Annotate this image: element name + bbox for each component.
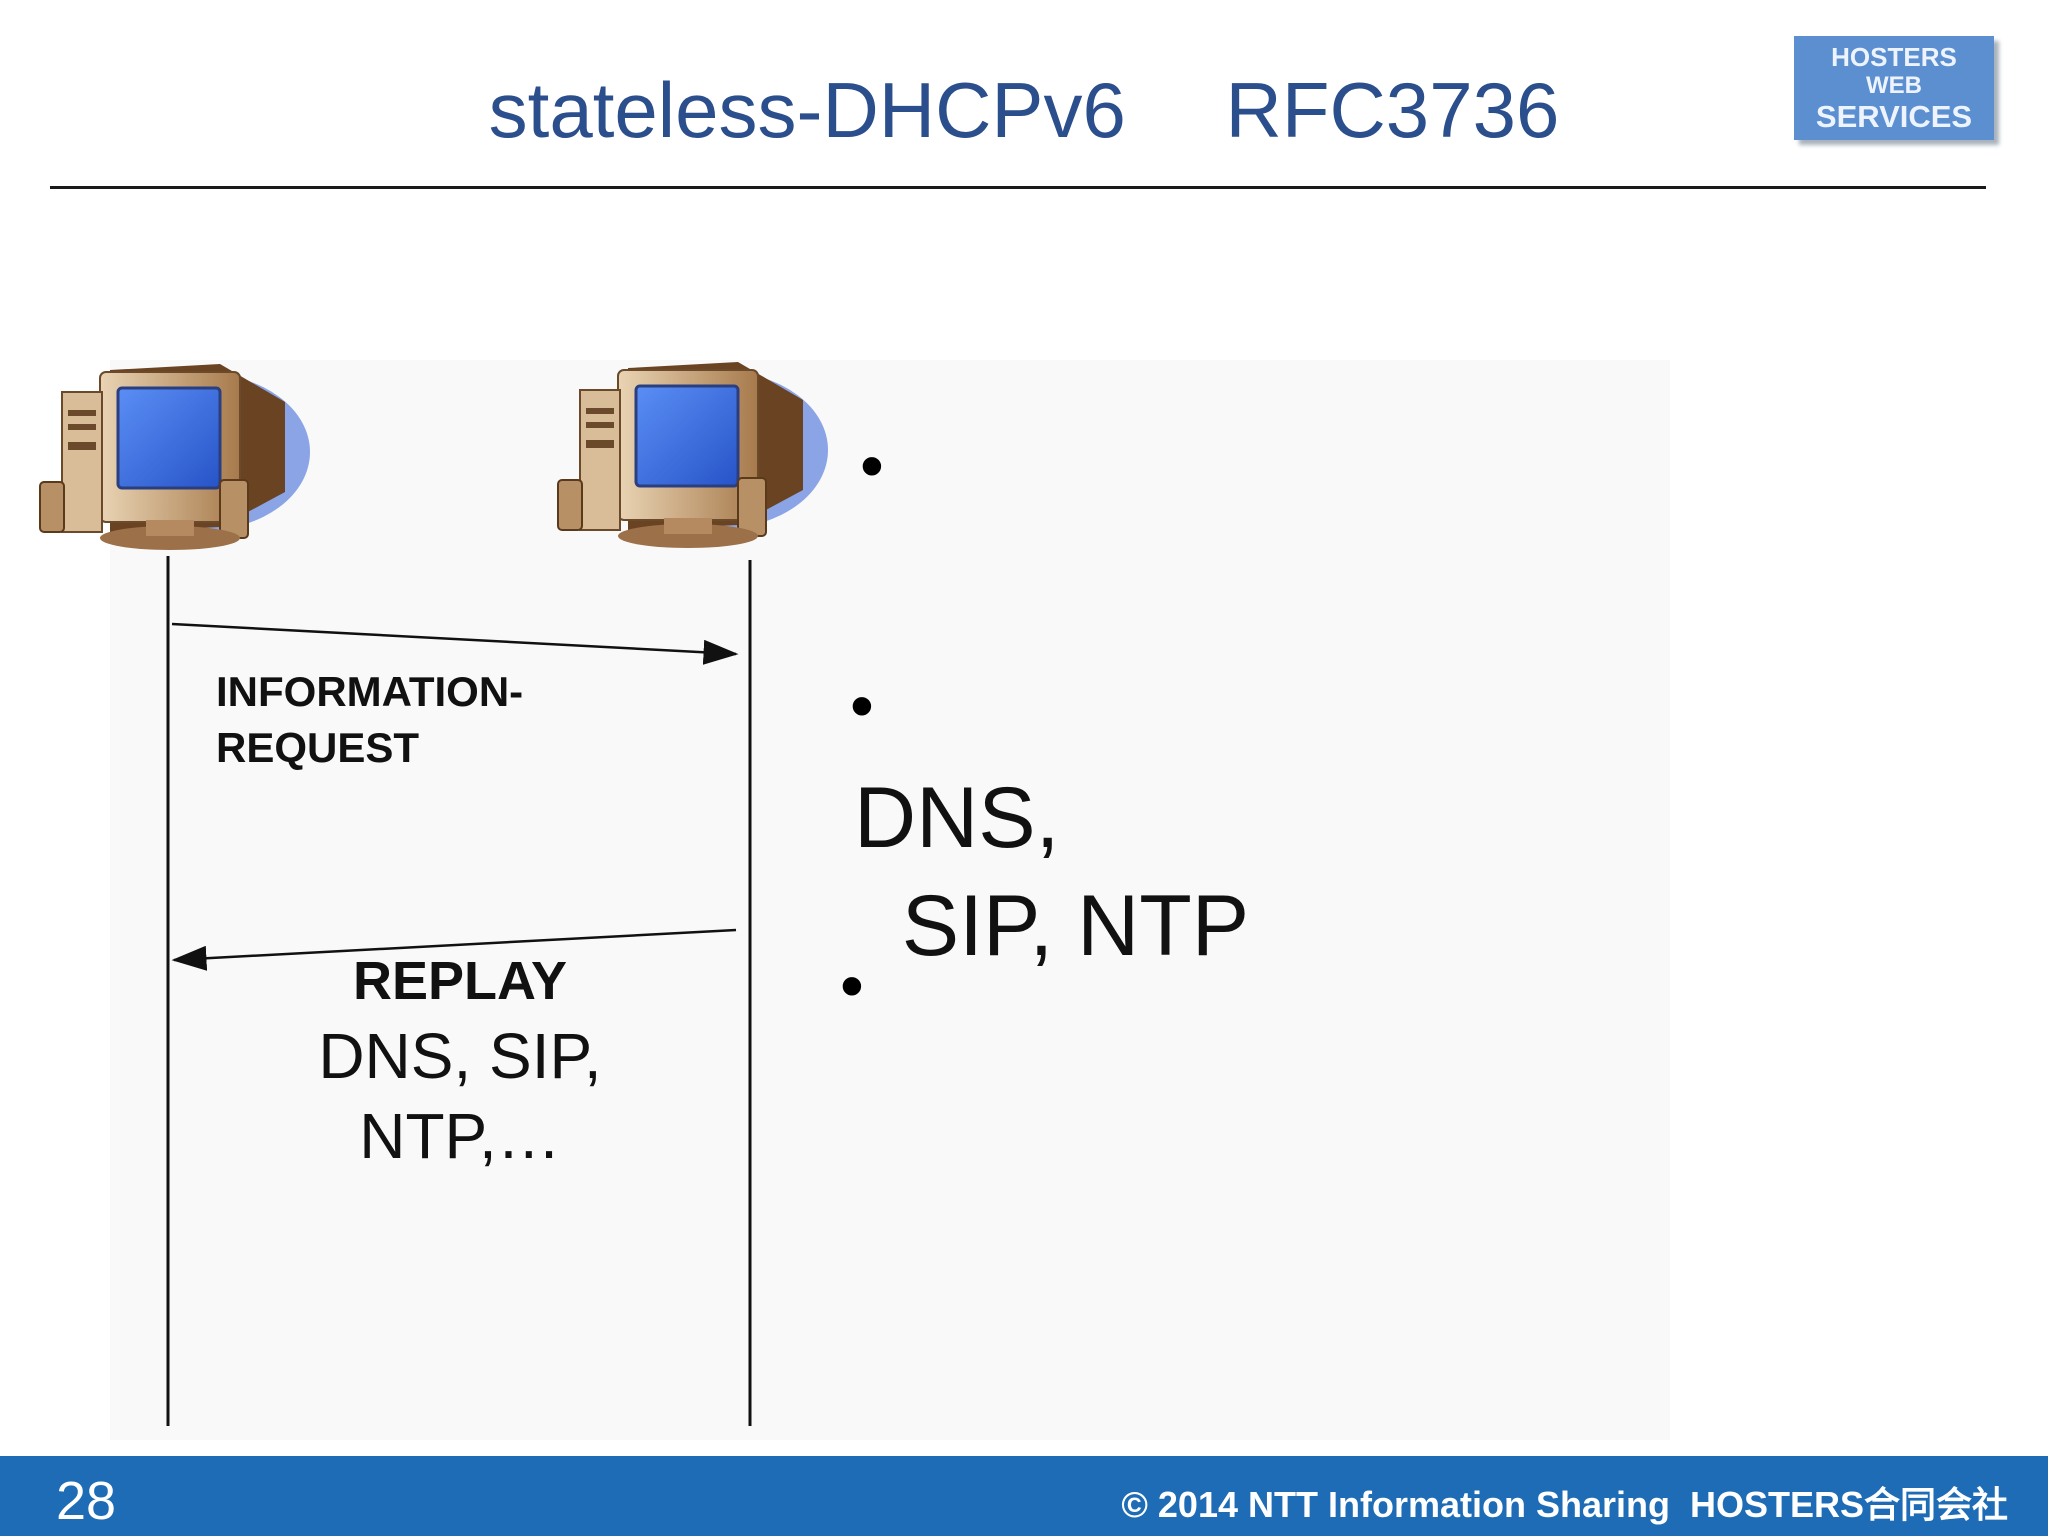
client-computer-icon [38, 362, 312, 552]
request-arrow [171, 622, 739, 665]
title-divider [50, 186, 1986, 189]
slide-title: stateless-DHCPv6 RFC3736 [488, 66, 1560, 154]
logo-line-2: WEB [1866, 72, 1922, 99]
reply-title: REPLAY [352, 951, 568, 1011]
footer-bar: 28 © 2014 NTT Information Sharing HOSTER… [0, 1456, 2048, 1536]
information-request-label: INFORMATION- REQUEST [216, 668, 524, 771]
logo-line-3: SERVICES [1815, 99, 1973, 134]
reply-arrow [171, 928, 737, 971]
info-options-text: DNS, SIP, NTP [854, 770, 1250, 974]
reply-line-1: DNS, SIP, [318, 1020, 602, 1092]
logo-line-1: HOSTERS [1831, 42, 1957, 72]
server-computer-icon [556, 360, 830, 550]
bullet-3: • [840, 948, 864, 1024]
page-number: 28 [56, 1471, 117, 1531]
copyright-text: © 2014 NTT Information Sharing HOSTERS合同… [1121, 1484, 2008, 1525]
hosters-logo: HOSTERS WEB SERVICES [1794, 36, 1994, 140]
reply-label: REPLAY DNS, SIP, NTP,… [250, 946, 670, 1176]
diagram-background [110, 360, 1670, 1440]
bullet-1: • [860, 428, 884, 504]
bullet-2: • [850, 668, 874, 744]
reply-line-2: NTP,… [359, 1100, 561, 1172]
